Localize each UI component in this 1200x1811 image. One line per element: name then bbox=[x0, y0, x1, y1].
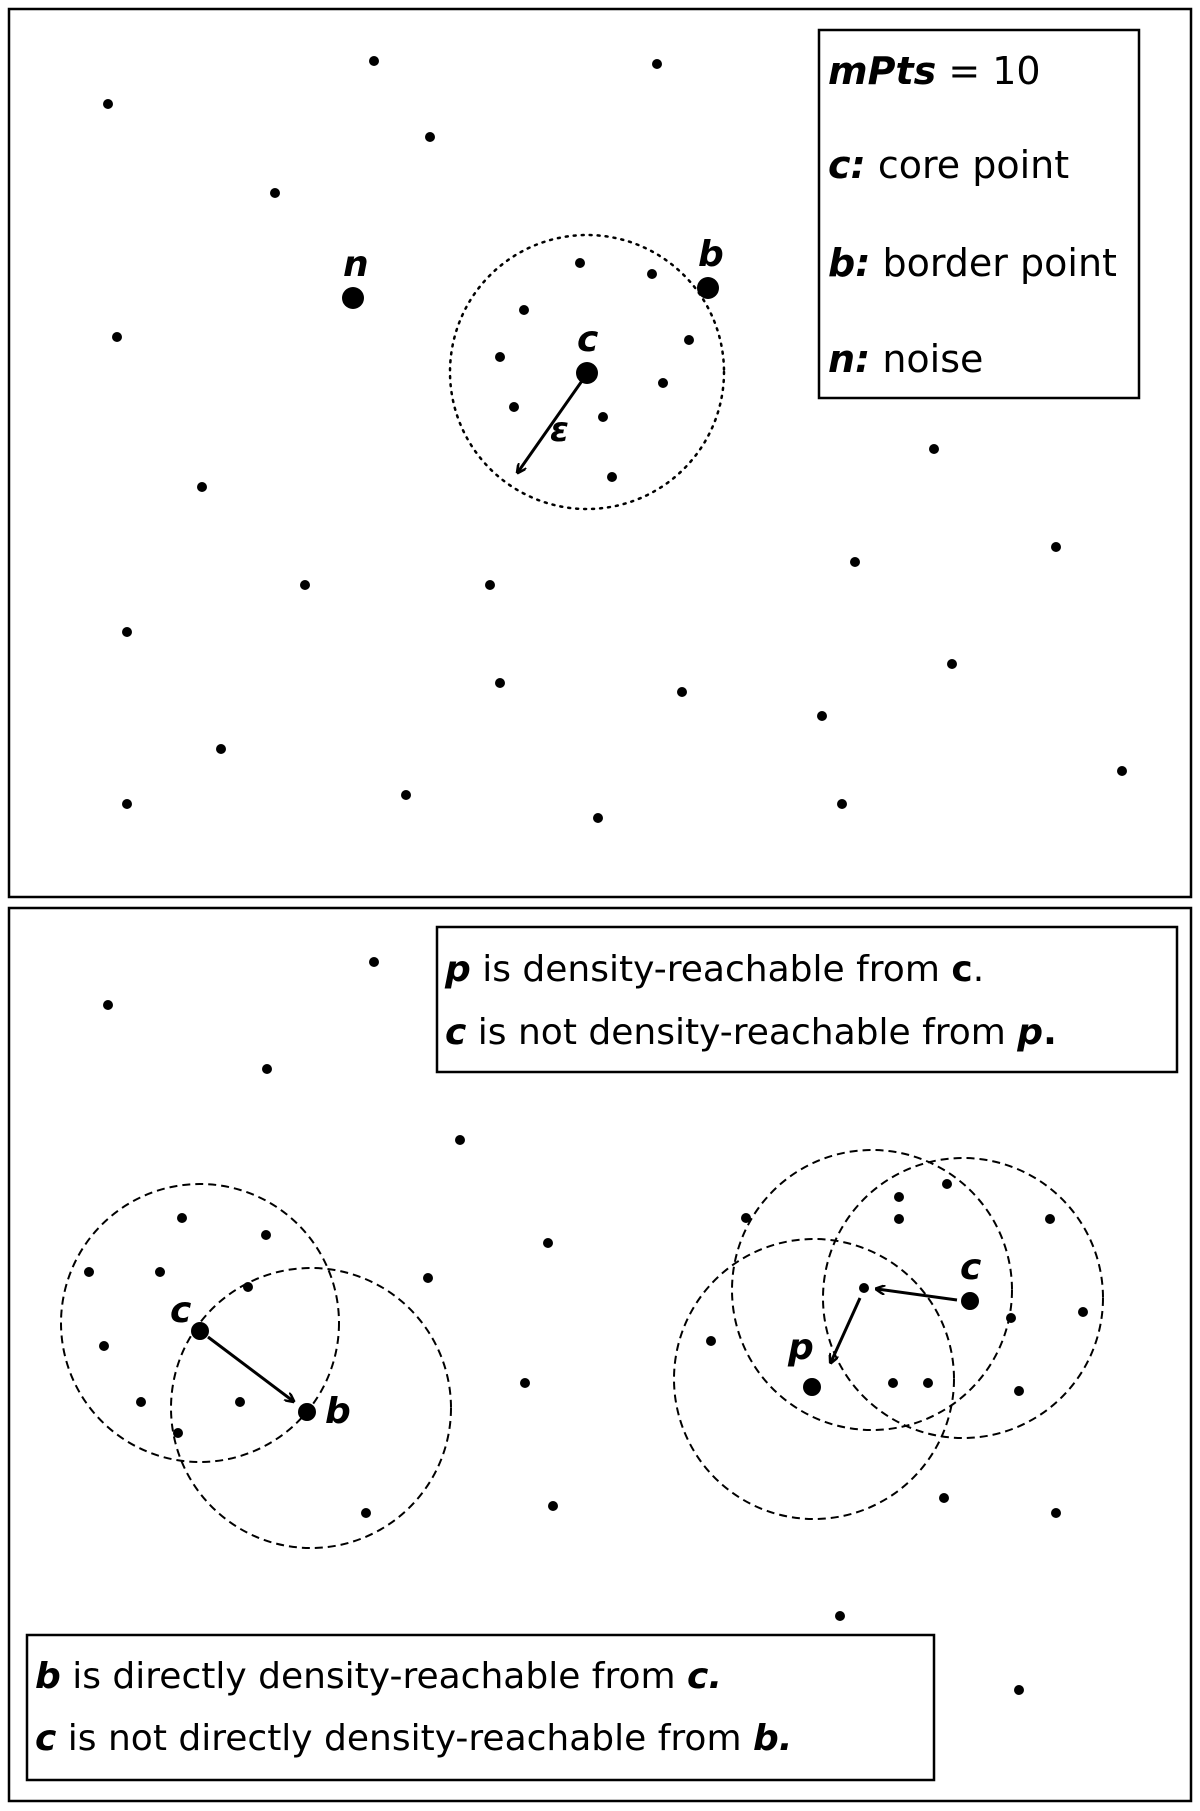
left-core-point bbox=[191, 1322, 209, 1340]
left-core-to-border-arrow bbox=[207, 1335, 293, 1401]
density-reachable-box bbox=[435, 925, 1179, 1074]
core-point bbox=[576, 362, 598, 384]
right-mid-to-p-arrow bbox=[831, 1297, 862, 1362]
legend-mpts: mPts = 10 bbox=[828, 49, 1041, 93]
direct-statement-line2: c is not directly density-reachable from… bbox=[35, 1718, 792, 1759]
core-label: c bbox=[577, 319, 598, 360]
top-panel-frame bbox=[7, 7, 1193, 899]
direct-statement-line1: b is directly density-reachable from c. bbox=[35, 1656, 722, 1697]
right-core-label: c bbox=[960, 1247, 981, 1288]
noise-point bbox=[342, 287, 364, 309]
right-p-point bbox=[803, 1378, 821, 1396]
legend-border: b: border point bbox=[828, 241, 1117, 285]
bottom-small-points bbox=[84, 957, 1088, 1695]
legend-box bbox=[817, 28, 1141, 400]
bottom-panel-frame bbox=[7, 906, 1193, 1803]
right-neighborhood-right bbox=[822, 1157, 1104, 1439]
right-core-point bbox=[961, 1292, 979, 1310]
epsilon-arrow bbox=[518, 377, 586, 472]
density-statement-line1: p is density-reachable from c. bbox=[444, 949, 984, 990]
left-border-point bbox=[298, 1403, 316, 1421]
left-core-label: c bbox=[170, 1290, 191, 1331]
legend-core: c: core point bbox=[828, 143, 1069, 187]
border-label: b bbox=[698, 234, 724, 275]
epsilon-neighborhood-circle bbox=[448, 233, 726, 511]
legend-noise: n: noise bbox=[828, 337, 983, 381]
right-core-to-mid-arrow bbox=[877, 1289, 958, 1302]
border-point bbox=[697, 277, 719, 299]
right-neighborhood-upper bbox=[731, 1149, 1013, 1431]
density-statement-line2: c is not density-reachable from p. bbox=[445, 1012, 1057, 1053]
epsilon-label: ε bbox=[550, 410, 569, 450]
right-p-label: p bbox=[787, 1327, 814, 1368]
left-core-neighborhood bbox=[60, 1183, 340, 1463]
noise-label: n bbox=[343, 244, 369, 285]
top-small-points bbox=[103, 56, 1127, 823]
left-border-neighborhood bbox=[170, 1267, 452, 1549]
left-border-label: b bbox=[325, 1391, 351, 1432]
right-neighborhood-lower bbox=[673, 1238, 955, 1520]
directly-reachable-box bbox=[25, 1633, 936, 1782]
